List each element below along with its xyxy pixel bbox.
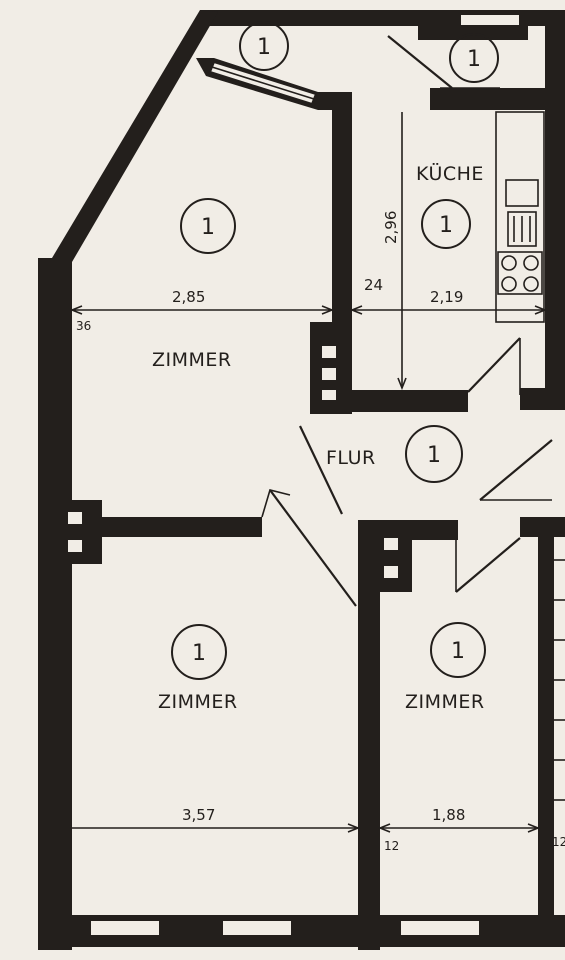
left-wall — [38, 258, 72, 950]
room-label: KÜCHE — [416, 162, 484, 185]
flue — [68, 512, 82, 524]
wall-hall-right — [520, 388, 565, 410]
dimension-value: 36 — [76, 319, 91, 333]
door-kitchen — [467, 337, 521, 393]
room-number-circle — [405, 425, 463, 483]
interior-walls — [62, 14, 565, 950]
burner-icon — [523, 276, 539, 292]
doors — [261, 35, 565, 801]
dimension-value: 2,19 — [430, 288, 463, 306]
room-markers: 1 1 1 1 1 1 1 — [171, 21, 499, 680]
door-top-right — [387, 35, 453, 89]
room-number: 1 — [439, 213, 453, 238]
dimension-value: 24 — [364, 276, 383, 294]
flue — [384, 538, 398, 550]
room-number: 1 — [192, 641, 206, 666]
stair-lines — [554, 559, 565, 801]
room-number-circle — [421, 199, 471, 249]
wall-middle-left — [90, 517, 262, 537]
room-number: 1 — [257, 35, 271, 60]
kitchen-fittings — [495, 111, 545, 323]
door-lower-left — [269, 489, 357, 607]
dimension-value: 2,96 — [382, 211, 400, 244]
room-number: 1 — [201, 215, 215, 240]
flue — [322, 346, 336, 358]
wall-kitchen-top — [430, 88, 545, 110]
room-number-circle — [180, 198, 236, 254]
room-label: ZIMMER — [405, 691, 485, 713]
room-label: ZIMMER — [158, 691, 238, 713]
room-number-circle — [239, 21, 289, 71]
burner-icon — [501, 276, 517, 292]
room-number-circle — [449, 33, 499, 83]
chimney-flues — [68, 346, 398, 578]
outer-walls — [38, 10, 565, 950]
room-labels: ZIMMER KÜCHE FLUR ZIMMER ZIMMER — [152, 162, 485, 713]
flue — [322, 368, 336, 380]
stove-icon — [497, 251, 543, 295]
room-number: 1 — [467, 47, 481, 72]
door-hall-right — [479, 439, 553, 501]
room-label: ZIMMER — [152, 349, 232, 371]
room-number-circle — [430, 622, 486, 678]
wall-lower-middle — [358, 520, 380, 950]
room-number: 1 — [451, 639, 465, 664]
window-bottom-2 — [221, 919, 293, 937]
dimension-value: 1,88 — [432, 806, 465, 824]
dimension-value: 2,85 — [172, 288, 205, 306]
room-label: FLUR — [326, 447, 376, 469]
room-number-circle — [171, 624, 227, 680]
wall-kitchen-bottom — [320, 390, 468, 412]
kitchen-right-wall — [545, 92, 565, 322]
drainboard — [507, 211, 537, 247]
dimension-value: 12 — [552, 835, 565, 849]
room-number: 1 — [427, 443, 441, 468]
window-bottom-1 — [89, 919, 161, 937]
sink-icon — [505, 179, 539, 207]
dimension-value: 12 — [384, 839, 399, 853]
burner-icon — [501, 255, 517, 271]
wall-lower-right — [538, 520, 554, 940]
door-lower-right — [455, 537, 521, 593]
burner-icon — [523, 255, 539, 271]
flue — [384, 566, 398, 578]
diagonal-wall — [52, 10, 218, 262]
window-bottom-3 — [399, 919, 481, 937]
door-upper-left — [299, 425, 343, 515]
window-top-right — [459, 13, 521, 27]
flue — [68, 540, 82, 552]
dimension-lines — [69, 112, 548, 833]
flue — [322, 390, 336, 400]
dimension-texts: 2,85 2,19 2,96 24 36 3,57 1,88 12 12 — [76, 211, 565, 853]
kitchen-counter — [495, 111, 545, 323]
windows — [89, 13, 521, 937]
dimension-value: 3,57 — [182, 806, 215, 824]
wall-lower-right-top — [400, 520, 458, 540]
